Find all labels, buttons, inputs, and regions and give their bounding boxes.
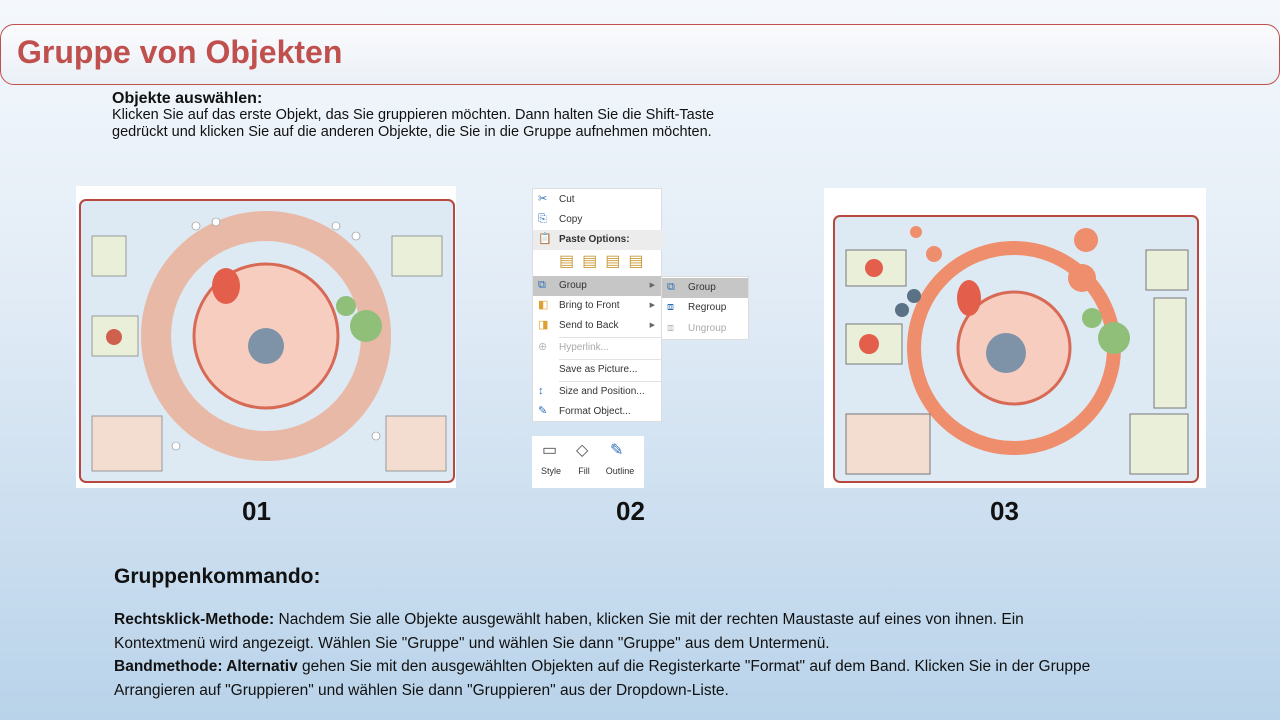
menu-label: Copy: [559, 214, 583, 225]
context-menu: ✂Cut ⎘Copy 📋Paste Options: ▤▤▤▤ ⧉Group▶ …: [532, 188, 663, 422]
menu-label: Format Object...: [559, 406, 631, 417]
method1-label: Rechtsklick-Methode:: [114, 611, 275, 628]
submenu-item-regroup[interactable]: ⧈ Regroup: [662, 298, 748, 318]
submenu-arrow-icon: ▶: [649, 302, 655, 309]
outline-pen-icon: ✎: [610, 442, 624, 459]
menu-item-hyperlink: ⊕ Hyperlink...: [533, 338, 663, 358]
menu-label: Bring to Front: [559, 300, 620, 311]
intro-text: Klicken Sie auf das erste Objekt, das Si…: [112, 107, 715, 140]
menu-label: Save as Picture...: [559, 364, 638, 375]
bring-front-icon: ◧: [538, 299, 549, 311]
page-title: Gruppe von Objekten: [17, 34, 343, 70]
intro-heading: Objekte auswählen:: [112, 90, 263, 107]
divider: [559, 381, 663, 382]
menu-item-save-as-picture[interactable]: Save as Picture...: [533, 360, 663, 380]
cell-illustration-grouped[interactable]: [824, 188, 1206, 488]
style-button[interactable]: Style: [540, 466, 561, 476]
menu-item-size-position[interactable]: ↕ Size and Position...: [533, 382, 663, 402]
format-brush-icon: ✎: [538, 405, 548, 417]
submenu-item-group[interactable]: ⧉ Group: [662, 278, 748, 298]
divider: [559, 359, 663, 360]
menu-label: Cut: [559, 194, 575, 205]
title-bar: Gruppe von Objekten: [0, 24, 1280, 85]
fill-bucket-icon: ◇: [576, 442, 589, 459]
menu-item-group[interactable]: ⧉ Group ▶: [533, 276, 663, 296]
hyperlink-icon: ⊕: [538, 341, 548, 353]
menu-item-format-object[interactable]: ✎ Format Object...: [533, 402, 663, 422]
fill-button[interactable]: Fill: [578, 466, 590, 476]
send-back-icon: ◨: [538, 319, 549, 331]
paste-option-icons[interactable]: ▤▤▤▤: [559, 253, 652, 270]
submenu-item-ungroup: ⧈ Ungroup: [662, 319, 748, 339]
menu-label: Paste Options:: [559, 234, 630, 245]
submenu-arrow-icon: ▶: [649, 282, 655, 289]
menu-item-bring-to-front[interactable]: ◧ Bring to Front ▶: [533, 296, 663, 316]
group-icon: ⧉: [538, 279, 546, 291]
command-description: Rechtsklick-Methode: Nachdem Sie alle Ob…: [114, 608, 1094, 702]
menu-item-send-to-back[interactable]: ◨ Send to Back ▶: [533, 316, 663, 336]
menu-paste-options: 📋 Paste Options:: [533, 230, 663, 250]
submenu-arrow-icon: ▶: [649, 322, 655, 329]
format-mini-toolbar: ▭ ◇ ✎ Style Fill Outline: [532, 436, 644, 488]
menu-label: Ungroup: [688, 323, 727, 334]
menu-label: Size and Position...: [559, 386, 645, 397]
ungroup-icon: ⧈: [667, 322, 674, 334]
clipboard-icon: 📋: [538, 233, 552, 245]
menu-label: Group: [559, 280, 587, 291]
style-icon: ▭: [542, 442, 558, 459]
step-label-03: 03: [990, 496, 1019, 526]
copy-icon: ⎘: [538, 213, 547, 225]
group-submenu: ⧉ Group ⧈ Regroup ⧈ Ungroup: [661, 276, 749, 340]
regroup-icon: ⧈: [667, 301, 674, 313]
cell-illustration-ungrouped[interactable]: [76, 186, 456, 488]
outline-button[interactable]: Outline: [605, 466, 635, 476]
menu-item-cut[interactable]: ✂ Cut: [533, 190, 663, 210]
intro: Objekte auswählen: Klicken Sie auf das e…: [112, 90, 752, 141]
method2-text: gehen Sie mit den ausgewählten Objekten …: [114, 658, 1091, 699]
menu-label: Send to Back: [559, 320, 619, 331]
method2-label: Bandmethode: Alternativ: [114, 658, 298, 675]
menu-label: Hyperlink...: [559, 342, 610, 353]
divider: [559, 337, 663, 338]
scissors-icon: ✂: [538, 193, 548, 205]
step-label-01: 01: [242, 496, 271, 526]
menu-label: Regroup: [688, 302, 727, 313]
step-label-02: 02: [616, 496, 645, 526]
menu-label: Group: [688, 282, 716, 293]
group-icon: ⧉: [667, 281, 675, 293]
size-position-icon: ↕: [538, 385, 544, 397]
command-heading: Gruppenkommando:: [114, 565, 321, 588]
method1-text: Nachdem Sie alle Objekte ausgewählt habe…: [114, 611, 1024, 652]
menu-item-copy[interactable]: ⎘ Copy: [533, 210, 663, 230]
